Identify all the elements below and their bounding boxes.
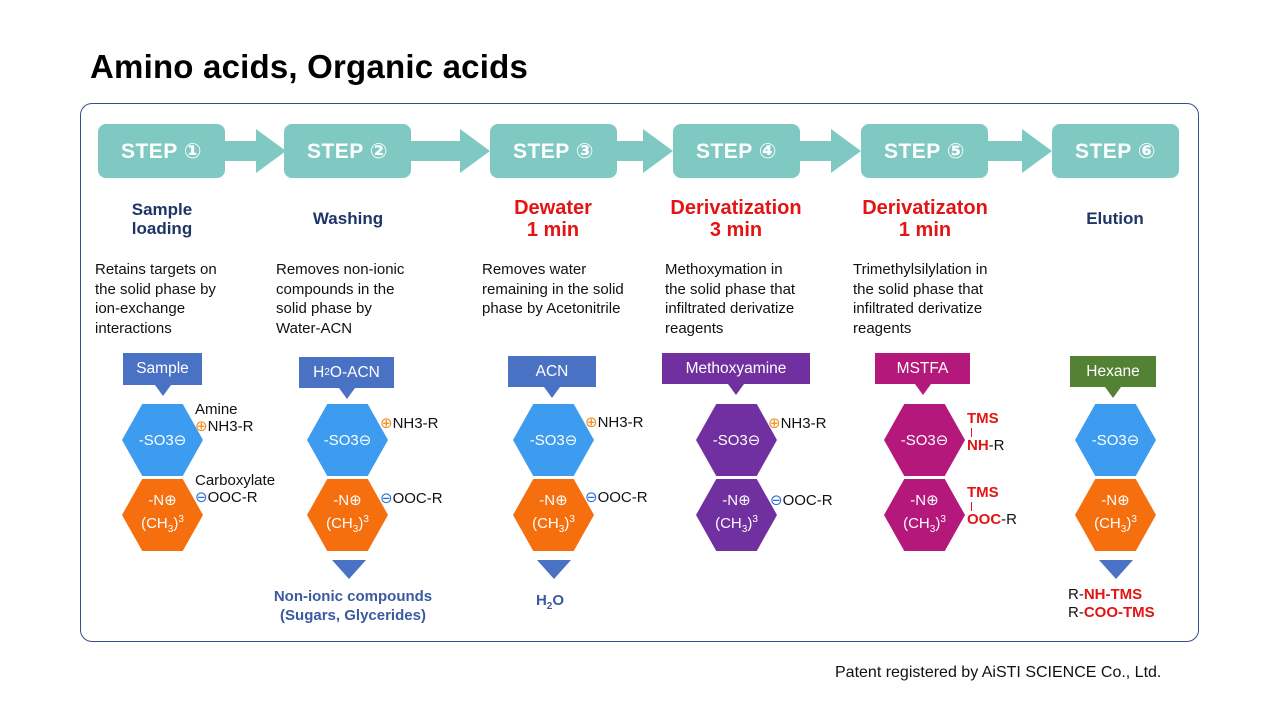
carboxylate-formula: ⊖OOC-R — [195, 489, 258, 506]
amine-formula: ⊕NH3-R — [585, 414, 644, 431]
mstfa-label: MSTFA — [875, 353, 970, 384]
ammonium-hexagon: -N⊕ (CH3)3 — [513, 479, 594, 551]
sulfonate-hexagon: -SO3⊖ — [884, 404, 965, 476]
sulfonate-hexagon: -SO3⊖ — [122, 404, 203, 476]
output-arrow-step-3 — [537, 560, 571, 579]
step-6-button: STEP ⑥ — [1052, 124, 1179, 178]
acn-label: ACN — [508, 356, 596, 387]
ammonium-hexagon: -N⊕ (CH3)3 — [1075, 479, 1156, 551]
methoxyamine-label: Methoxyamine — [662, 353, 810, 384]
carboxylate-formula: ⊖OOC-R — [380, 490, 443, 507]
ammonium-hexagon: -N⊕ (CH3)3 — [122, 479, 203, 551]
arrow-1-2 — [225, 129, 286, 173]
carboxylate-label: Carboxylate — [195, 472, 276, 489]
carboxylate-formula: ⊖OOC-R — [585, 489, 648, 506]
arrow-3-4 — [617, 129, 673, 173]
sulfonate-hexagon: -SO3⊖ — [307, 404, 388, 476]
page-title: Amino acids, Organic acids — [90, 48, 529, 85]
amine-formula: ⊕NH3-R — [768, 415, 827, 432]
step-6-heading: Elution — [1086, 209, 1144, 228]
step-arrows — [225, 129, 1052, 173]
tms-carboxyl-group: TMS OOC-R — [967, 484, 1017, 528]
step-3-button: STEP ③ — [490, 124, 617, 178]
tms-amine-group: TMS NH-R — [967, 410, 1005, 454]
sample-label: Sample — [123, 353, 202, 385]
output-arrow-step-2 — [332, 560, 366, 579]
output-arrow-step-6 — [1099, 560, 1133, 579]
arrow-4-5 — [800, 129, 861, 173]
step-2-button: STEP ② — [284, 124, 411, 178]
amine-label: Amine — [195, 401, 238, 418]
non-ionic-output: Non-ionic compounds(Sugars, Glycerides) — [273, 588, 433, 624]
amine-formula: ⊕NH3-R — [380, 415, 439, 432]
arrow-5-6 — [988, 129, 1052, 173]
step-2-heading: Washing — [312, 209, 384, 228]
ammonium-hexagon: -N⊕ (CH3)3 — [307, 479, 388, 551]
ammonium-hexagon: -N⊕ (CH3)3 — [696, 479, 777, 551]
sulfonate-hexagon: -SO3⊖ — [513, 404, 594, 476]
sulfonate-hexagon: -SO3⊖ — [1075, 404, 1156, 476]
step-5-button: STEP ⑤ — [861, 124, 988, 178]
elution-products: R-NH-TMS R-COO-TMS — [1068, 586, 1155, 621]
ammonium-hexagon: -N⊕ (CH3)3 — [884, 479, 965, 551]
carboxylate-formula: ⊖OOC-R — [770, 492, 833, 509]
workflow-frame — [80, 103, 1199, 642]
sulfonate-hexagon: -SO3⊖ — [696, 404, 777, 476]
water-output: H2O — [535, 592, 565, 612]
step-4-button: STEP ④ — [673, 124, 800, 178]
step-1-button: STEP ① — [98, 124, 225, 178]
arrow-2-3 — [410, 129, 490, 173]
patent-footer: Patent registered by AiSTI SCIENCE Co., … — [835, 664, 1162, 681]
amine-formula: ⊕NH3-R — [195, 418, 254, 435]
hexane-label: Hexane — [1070, 356, 1156, 387]
